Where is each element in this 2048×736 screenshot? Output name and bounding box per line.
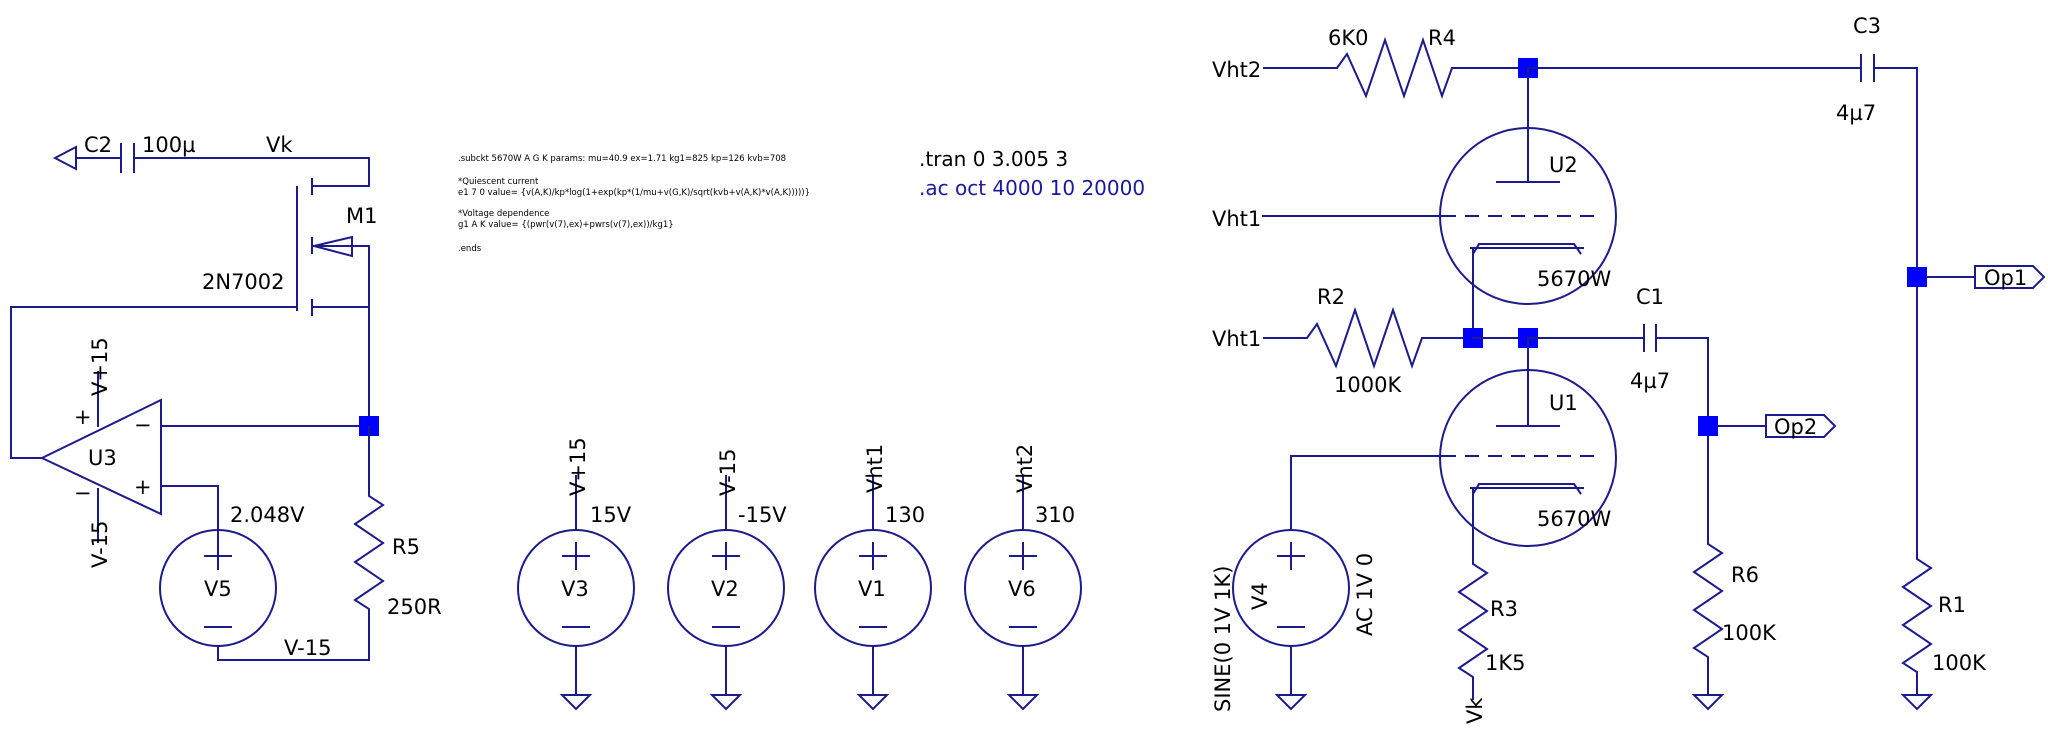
v5-source[interactable]: V5 2.048V V-15 <box>159 503 370 661</box>
v1-label: V1 <box>858 577 886 601</box>
u2-triode[interactable]: U2 5670W Vht1 <box>1212 67 1617 339</box>
v3-source[interactable]: V+15 15V V3 <box>517 437 635 711</box>
m1-part: 2N7002 <box>202 270 285 294</box>
net-label-vht1-r2: Vht1 <box>1212 327 1261 351</box>
op2-port[interactable]: Op2 <box>1717 414 1837 439</box>
c1-label: C1 <box>1636 285 1664 309</box>
gate-feedback-wire <box>10 306 298 459</box>
c2-capacitor[interactable]: C2 100µ Vk <box>52 133 370 173</box>
comment-voltage: *Voltage dependence <box>458 209 549 219</box>
r3-value: 1K5 <box>1485 651 1526 675</box>
c3-label: C3 <box>1853 14 1881 38</box>
v3-value: 15V <box>590 503 632 527</box>
v1-value: 130 <box>885 503 925 527</box>
net-label-vht2: Vht2 <box>1212 58 1261 82</box>
v1-net: Vht1 <box>863 444 887 493</box>
e1-line: e1 7 0 value= {v(A,K)/kp*log(1+exp(kp*(1… <box>458 188 810 198</box>
op2-label: Op2 <box>1774 415 1817 439</box>
r1-resistor[interactable]: R1 100K <box>1900 555 1987 711</box>
net-label-vk-bottom: Vk <box>1463 697 1487 724</box>
net-label-vk: Vk <box>266 133 293 157</box>
ends-line: .ends <box>458 244 482 254</box>
g1-line: g1 A K value= {(pwr(v(7),ex)+pwrs(v(7),e… <box>458 220 674 230</box>
c2-label: C2 <box>84 133 112 157</box>
op1-port[interactable]: Op1 <box>1926 265 2046 290</box>
r5-value: 250R <box>387 595 442 619</box>
u3-opamp[interactable]: + − − + U3 V+15 V-15 <box>39 337 370 568</box>
v2-value: -15V <box>738 503 787 527</box>
r2-value: 1000K <box>1334 373 1402 397</box>
r3-label: R3 <box>1490 597 1518 621</box>
junction <box>1907 267 1927 287</box>
r4-resistor[interactable]: Vht2 6K0 R4 <box>1212 26 1528 100</box>
v4-sine: SINE(0 1V 1K) <box>1211 566 1235 712</box>
r6-value: 100K <box>1722 621 1777 645</box>
v4-ac: AC 1V 0 <box>1353 553 1377 636</box>
u1-part: 5670W <box>1537 507 1611 531</box>
u2-part: 5670W <box>1537 267 1611 291</box>
v5-label: V5 <box>204 577 232 601</box>
r1-label: R1 <box>1938 593 1966 617</box>
m1-mosfet[interactable]: M1 2N7002 <box>202 157 377 427</box>
v6-value: 310 <box>1035 503 1075 527</box>
r4-label: R4 <box>1428 26 1456 50</box>
c1-value: 4µ7 <box>1630 369 1670 393</box>
v6-label: V6 <box>1008 577 1036 601</box>
opamp-minus-in: − <box>134 413 152 437</box>
v3-label: V3 <box>561 577 589 601</box>
v5-value: 2.048V <box>230 503 305 527</box>
u3-label: U3 <box>88 446 117 470</box>
r6-label: R6 <box>1731 563 1759 587</box>
m1-label: M1 <box>346 204 377 228</box>
c1-capacitor[interactable]: C1 4µ7 <box>1527 285 1709 541</box>
u1-label: U1 <box>1549 391 1578 415</box>
r5-label: R5 <box>392 535 420 559</box>
opamp-minus-bottom: − <box>74 481 92 505</box>
r2-resistor[interactable]: Vht1 R2 1000K <box>1212 285 1473 397</box>
v4-label: V4 <box>1248 582 1272 610</box>
v1-source[interactable]: Vht1 130 V1 <box>814 444 932 711</box>
comment-quiescent: *Quiescent current <box>458 177 539 187</box>
u3-vpos: V+15 <box>88 337 112 396</box>
r5-resistor[interactable]: R5 250R <box>353 426 442 660</box>
tran-directive[interactable]: .tran 0 3.005 3 <box>919 147 1068 171</box>
junction <box>1698 416 1718 436</box>
subckt-line: .subckt 5670W A G K params: mu=40.9 ex=1… <box>458 154 786 164</box>
r1-value: 100K <box>1932 651 1987 675</box>
v2-net: V-15 <box>716 449 740 496</box>
u3-vneg: V-15 <box>88 521 112 568</box>
opamp-plus-top: + <box>74 405 92 429</box>
ac-directive[interactable]: .ac oct 4000 10 20000 <box>919 176 1145 200</box>
r4-value: 6K0 <box>1328 26 1369 50</box>
opamp-plus-in: + <box>134 475 152 499</box>
net-label-v-15: V-15 <box>284 636 331 660</box>
r3-resistor[interactable]: R3 1K5 Vk <box>1457 560 1526 724</box>
r2-label: R2 <box>1317 285 1345 309</box>
v3-net: V+15 <box>566 437 590 496</box>
net-label-vht1-grid: Vht1 <box>1212 207 1261 231</box>
c3-value: 4µ7 <box>1836 101 1876 125</box>
u1-triode[interactable]: U1 5670W <box>1439 337 1617 561</box>
spice-model-block[interactable]: .subckt 5670W A G K params: mu=40.9 ex=1… <box>458 154 810 254</box>
v6-net: Vht2 <box>1013 444 1037 493</box>
c3-capacitor[interactable]: C3 4µ7 <box>1527 14 1918 556</box>
v2-source[interactable]: V-15 -15V V2 <box>667 449 787 711</box>
v2-label: V2 <box>711 577 739 601</box>
v4-source[interactable]: V4 SINE(0 1V 1K) AC 1V 0 <box>1211 455 1443 712</box>
v6-source[interactable]: Vht2 310 V6 <box>964 444 1082 711</box>
r6-resistor[interactable]: R6 100K <box>1691 540 1777 711</box>
c2-value: 100µ <box>142 133 195 157</box>
op1-label: Op1 <box>1984 266 2027 290</box>
u2-label: U2 <box>1549 153 1578 177</box>
